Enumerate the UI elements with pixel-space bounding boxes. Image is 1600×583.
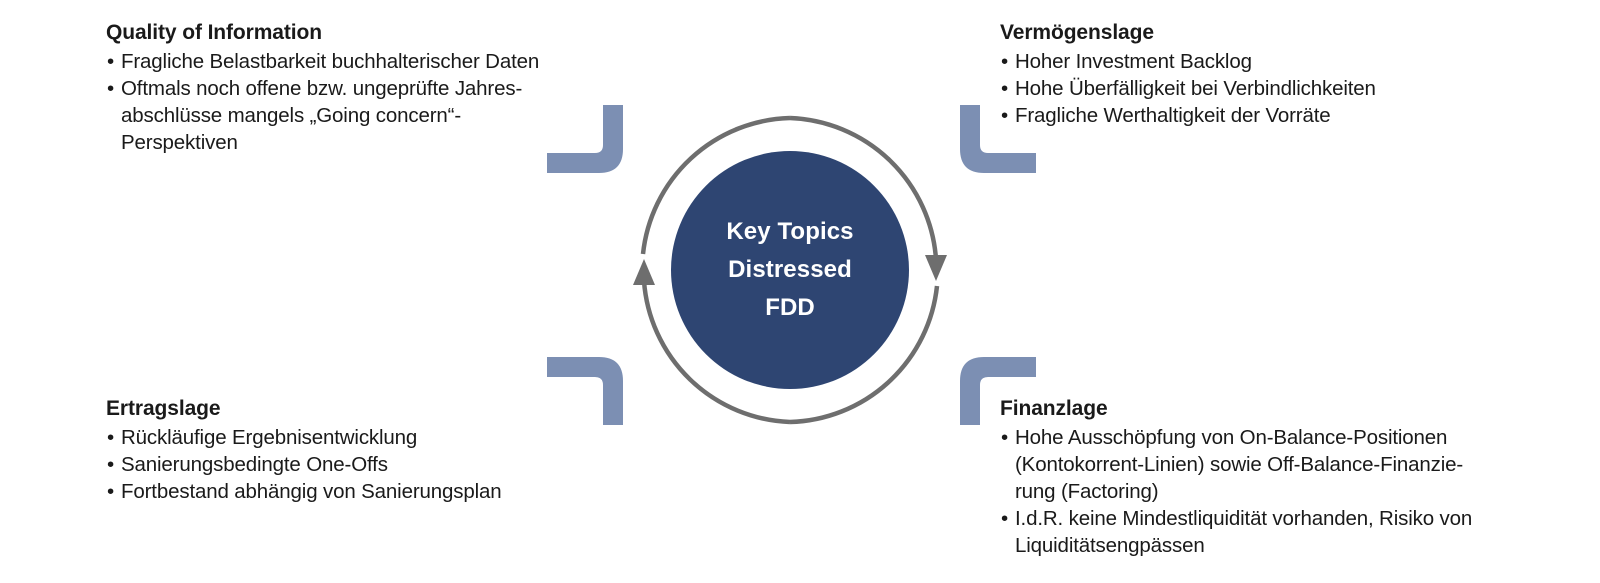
topic-block-quality-of-information: Quality of Information Fragliche Belastb… [106,20,626,156]
corner-bracket-bottom-right-icon [960,357,1036,425]
topic-block-ertragslage: Ertragslage Rückläufige Ergebnisentwickl… [106,396,606,505]
topic-bullets-vermoegenslage: Hoher Investment Backlog Hohe Überfällig… [1000,48,1500,129]
list-item: Hohe Überfälligkeit bei Verbindlichkeite… [1000,75,1500,102]
list-item: Oftmals noch offene bzw. ungeprüfte Jahr… [106,75,626,156]
list-item: Fortbestand abhängig von Sanierungsplan [106,478,606,505]
list-item: Hohe Ausschöpfung von On-Balance-Positio… [1000,424,1520,505]
list-item: Rückläufige Ergebnisentwicklung [106,424,606,451]
list-item: I.d.R. keine Mindestliquidität vorhanden… [1000,505,1520,559]
corner-bracket-bottom-left-icon [547,357,623,425]
center-circle-graphic: Key Topics Distressed FDD [620,100,960,440]
circular-arrow-ring-icon [633,115,947,425]
corner-bracket-top-right-icon [960,105,1036,173]
topic-bullets-quality-of-information: Fragliche Belastbarkeit buchhalterischer… [106,48,626,156]
topic-title-quality-of-information: Quality of Information [106,21,322,44]
topic-title-finanzlage: Finanzlage [1000,397,1108,420]
list-item: Hoher Investment Backlog [1000,48,1500,75]
topic-bullets-finanzlage: Hohe Ausschöpfung von On-Balance-Positio… [1000,424,1520,559]
corner-bracket-top-left-icon [547,105,623,173]
topic-bullets-ertragslage: Rückläufige Ergebnisentwicklung Sanierun… [106,424,606,505]
topic-block-vermoegenslage: Vermögenslage Hoher Investment Backlog H… [1000,20,1500,129]
topic-title-vermoegenslage: Vermögenslage [1000,21,1154,44]
list-item: Fragliche Werthaltigkeit der Vorräte [1000,102,1500,129]
topic-block-finanzlage: Finanzlage Hohe Ausschöpfung von On-Bala… [1000,396,1520,559]
topic-title-ertragslage: Ertragslage [106,397,221,420]
list-item: Sanierungsbedingte One-Offs [106,451,606,478]
list-item: Fragliche Belastbarkeit buchhalterischer… [106,48,626,75]
center-disc [671,151,909,389]
